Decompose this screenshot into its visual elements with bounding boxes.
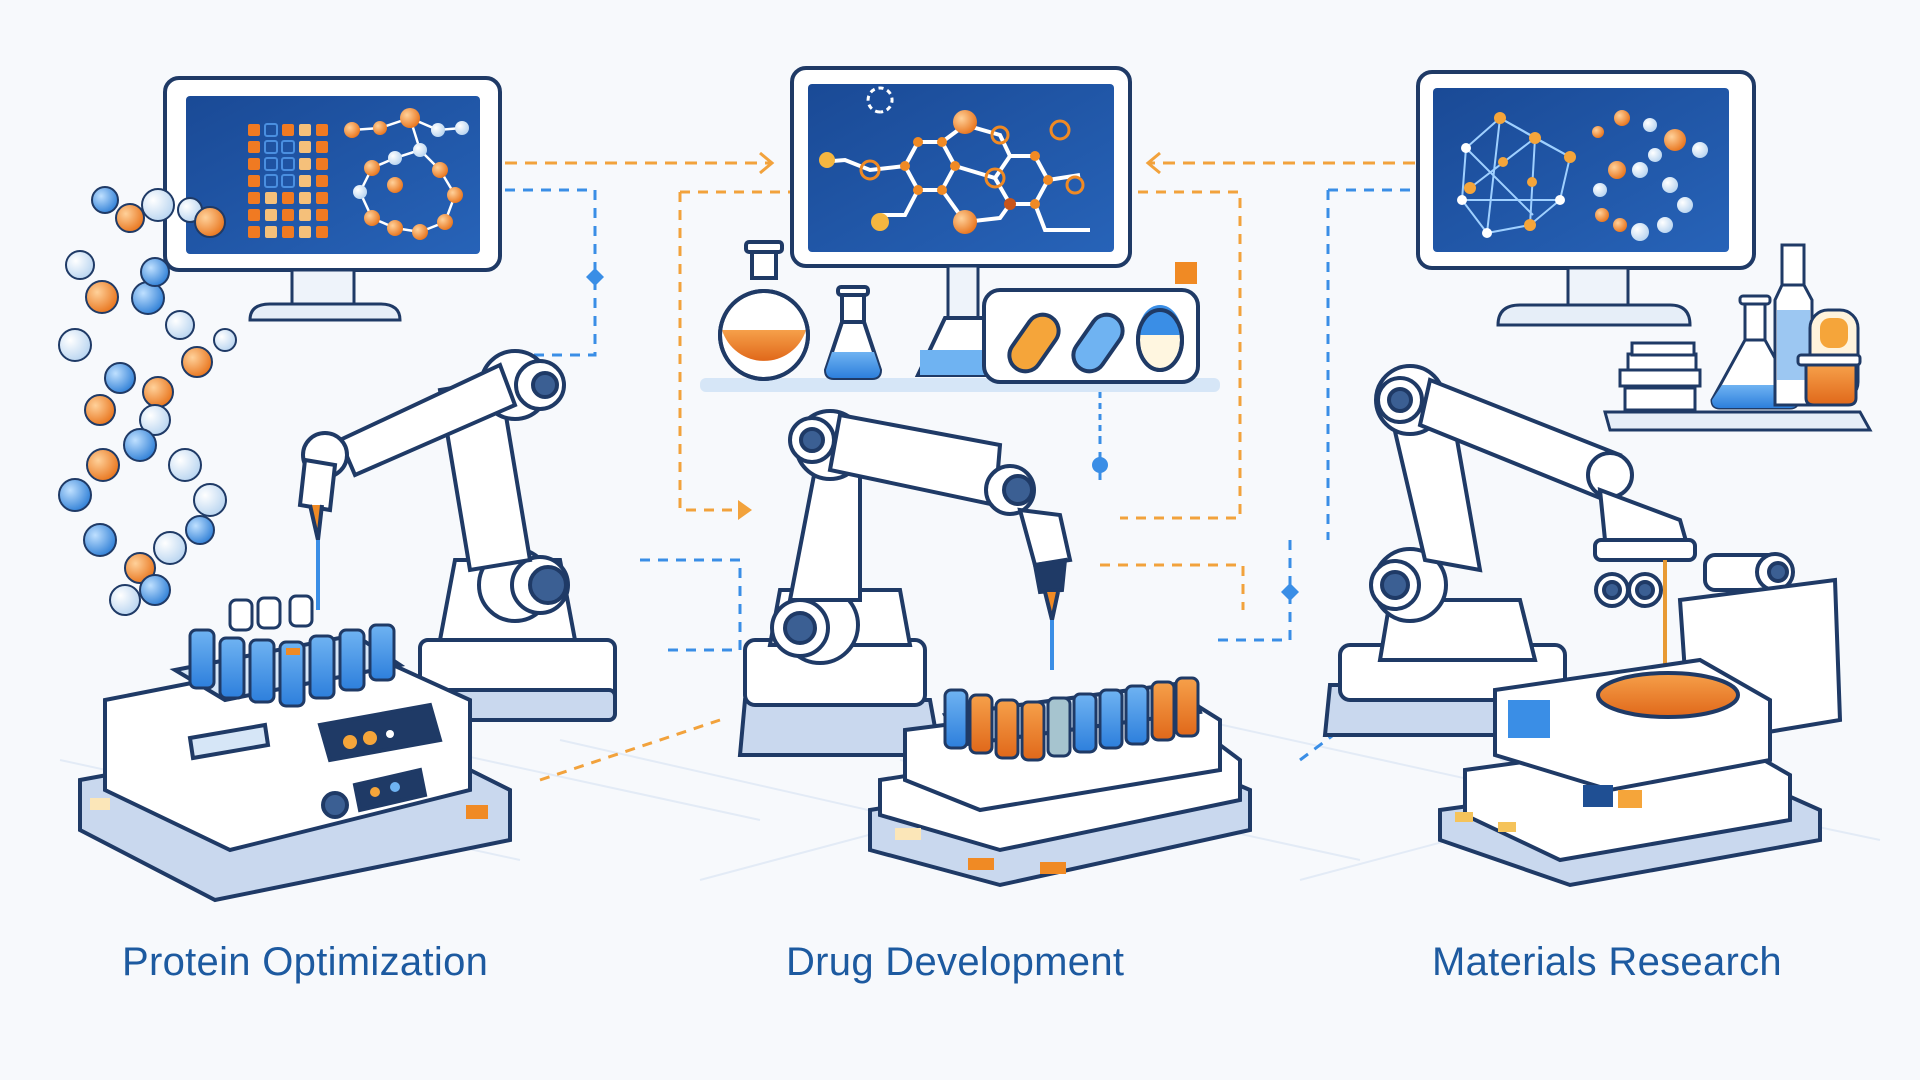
crystal-lattice: [1457, 112, 1576, 238]
monitor-materials: [1416, 70, 1756, 327]
protein-chain-diagram: [344, 108, 469, 240]
robot-arm-materials: [1322, 364, 1795, 737]
erlenmeyer-flask-blue: [823, 285, 883, 380]
materials-shelf: [1603, 243, 1873, 432]
drug-shelf: [700, 240, 1220, 440]
heatmap-grid: [248, 123, 328, 238]
deposition-printer: [1438, 577, 1843, 888]
caption-materials-research: Materials Research: [1432, 940, 1782, 984]
tube-rack-instrument: [78, 594, 512, 903]
monitor-protein: [163, 76, 502, 322]
book-stack: [1618, 341, 1702, 412]
test-tubes-blue: [188, 594, 396, 708]
caption-drug-development: Drug Development: [786, 940, 1125, 984]
station-protein-optimization: [58, 76, 617, 903]
sample-rack-instrument: [868, 676, 1252, 888]
round-flask-orange: [718, 240, 810, 381]
workflow-connectors: [505, 151, 1420, 782]
station-drug-development: [700, 66, 1252, 888]
dna-helix: [58, 186, 237, 616]
sample-tubes-mixed: [943, 676, 1200, 762]
station-materials-research: [1322, 70, 1873, 888]
capsule-orange: [1007, 312, 1061, 374]
capsule-blue: [1071, 312, 1125, 374]
capsule-white-blue: [1136, 305, 1184, 372]
molecule-atoms: [819, 86, 1085, 234]
orange-sample-jar: [1796, 308, 1862, 407]
caption-protein-optimization: Protein Optimization: [122, 940, 489, 984]
robot-arm-drug: [737, 409, 1073, 757]
molecular-ring: [1592, 110, 1708, 241]
